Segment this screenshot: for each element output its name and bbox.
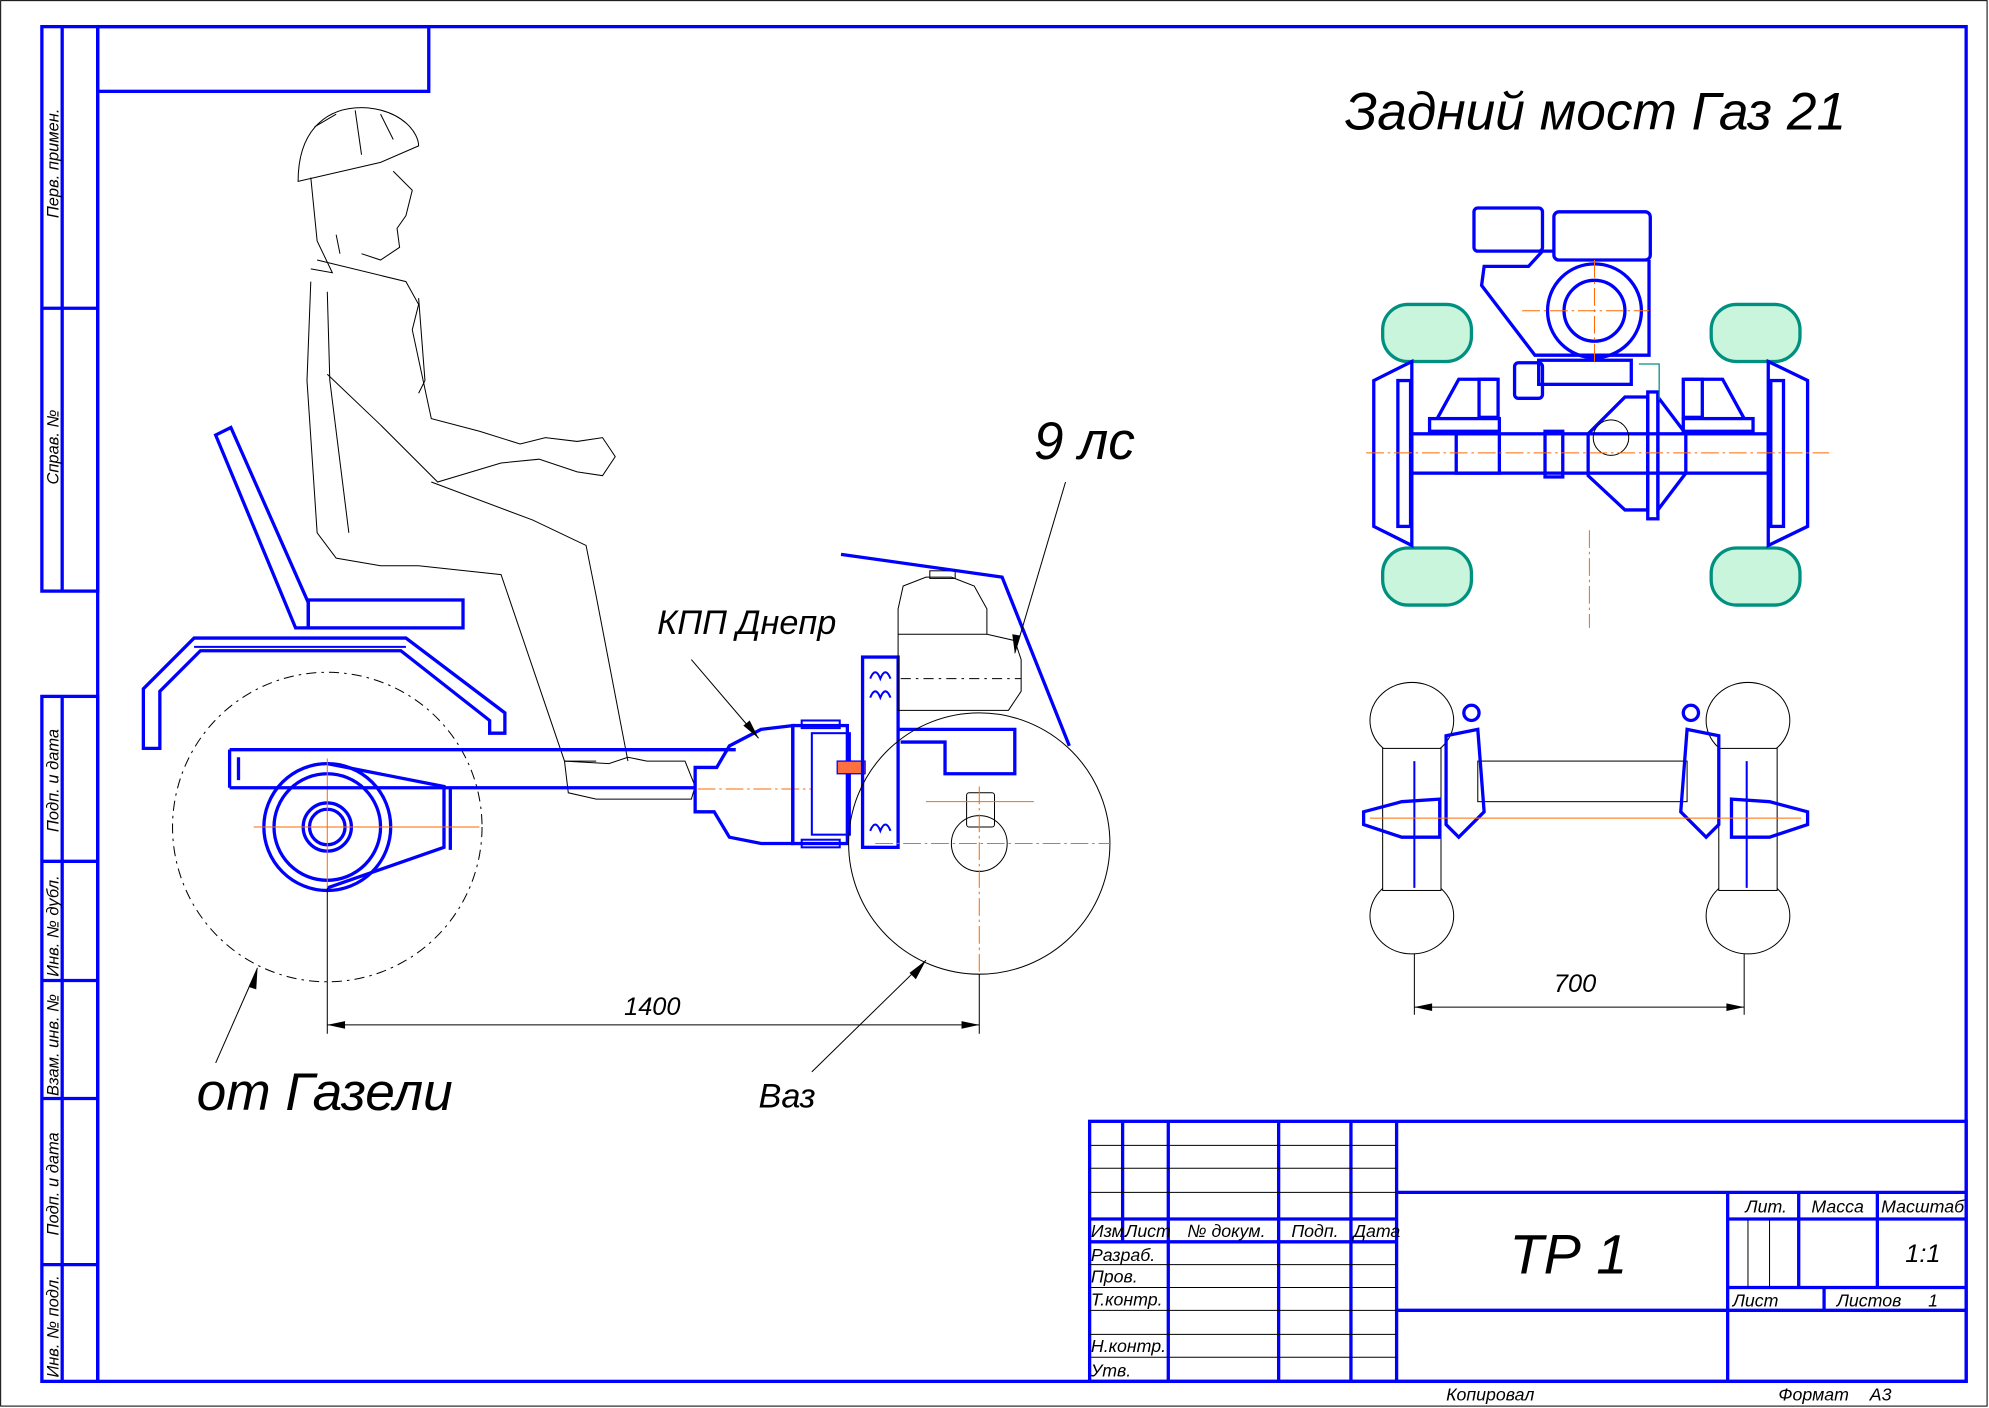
- axle-beam: [1477, 760, 1688, 803]
- operator-figure: [297, 107, 696, 800]
- top-view-title: Задний мост Газ 21: [1345, 82, 1847, 141]
- sheet-frame: Перв. примен. Справ. № Подп. и дата Инв.…: [40, 24, 1968, 1384]
- role-checker: Пров.: [1091, 1266, 1138, 1286]
- lit-label: Лит.: [1744, 1197, 1787, 1217]
- clutch-plate: [860, 655, 900, 849]
- role-tech-control: Т.контр.: [1091, 1289, 1163, 1309]
- format-label: Формат: [1778, 1384, 1848, 1404]
- strip-label: Подп. и дата: [44, 1132, 62, 1235]
- sheets-value: 1: [1928, 1291, 1938, 1311]
- header-date: Дата: [1351, 1221, 1400, 1241]
- rear-axle-top-view: Задний мост Газ 21: [1345, 82, 1847, 628]
- tire: [1709, 302, 1802, 364]
- format-value: А3: [1869, 1384, 1892, 1404]
- engine-mount: [898, 727, 1017, 776]
- seat-cushion: [306, 598, 465, 630]
- wheelbase-dimension: 1400: [326, 887, 980, 1034]
- header-doc-no: № докум.: [1187, 1221, 1265, 1241]
- rear-wheel-label: от Газели: [197, 1063, 453, 1122]
- air-filter: [1552, 210, 1652, 262]
- track-value: 700: [1554, 970, 1596, 998]
- leaders: [215, 481, 1067, 1073]
- hood: [840, 552, 1071, 747]
- strip-label: Справ. №: [44, 409, 62, 484]
- tire: [1381, 302, 1474, 364]
- rear-axle-front-view: 700: [1361, 681, 1810, 1015]
- header-izm: Изм.: [1091, 1221, 1129, 1241]
- role-norm-control: Н.контр.: [1091, 1336, 1166, 1356]
- mass-label: Масса: [1811, 1197, 1864, 1217]
- sheet-label: Лист: [1732, 1291, 1779, 1311]
- strip-label: Инв. № подл.: [44, 1275, 62, 1377]
- tire: [1709, 546, 1802, 607]
- gearbox-label: КПП Днепр: [657, 604, 836, 642]
- wheelbase-value: 1400: [624, 993, 680, 1021]
- strip-label: Взам. инв. №: [44, 994, 62, 1096]
- sheets-label: Листов: [1836, 1291, 1902, 1311]
- front-wheel-label: Ваз: [759, 1077, 816, 1115]
- side-view: 1400 КПП Днепр 9 лс от Газели Ваз: [141, 107, 1135, 1122]
- role-approved: Утв.: [1090, 1360, 1131, 1380]
- header-list: Лист: [1124, 1221, 1171, 1241]
- strip-label: Инв. № дубл.: [44, 875, 62, 976]
- tire: [1381, 546, 1474, 607]
- role-developer: Разраб.: [1091, 1245, 1155, 1265]
- copied-label: Копировал: [1446, 1384, 1534, 1404]
- engine-side: [897, 570, 1022, 711]
- rear-fender: [141, 636, 507, 751]
- tractor-frame: [227, 748, 736, 790]
- rear-axle-housing: [326, 761, 446, 890]
- scale-value: 1:1: [1905, 1240, 1940, 1268]
- scale-label: Масштаб: [1881, 1197, 1965, 1217]
- strip-label: Перв. примен.: [44, 109, 62, 219]
- rear-wheel: [172, 671, 483, 983]
- fuel-tank: [1472, 206, 1545, 253]
- title-block: Изм. Лист № докум. Подп. Дата Разраб. Пр…: [1087, 1119, 1968, 1404]
- strip-label: Подп. и дата: [44, 729, 62, 832]
- header-sign: Подп.: [1291, 1221, 1338, 1241]
- wheel: [1369, 681, 1455, 760]
- designation: ТР 1: [1509, 1223, 1627, 1286]
- power-label: 9 лс: [1034, 412, 1135, 471]
